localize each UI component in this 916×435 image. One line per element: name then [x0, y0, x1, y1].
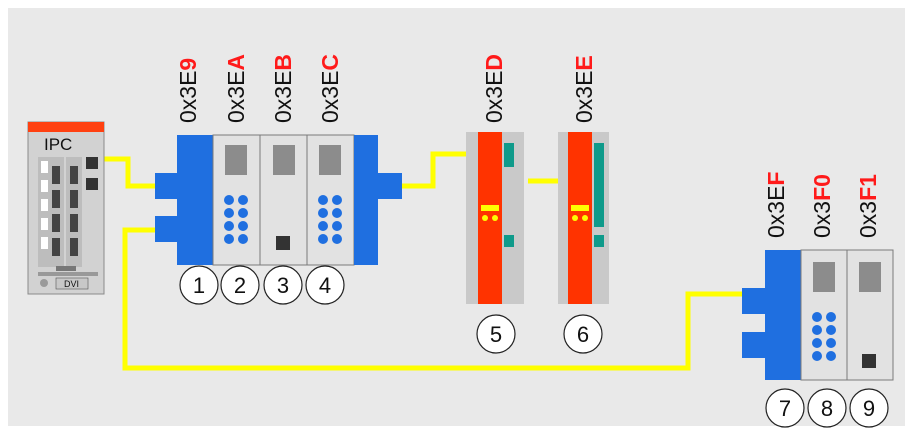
coupler-2-port-in-2: [742, 332, 767, 358]
junction-5-strip: [478, 132, 502, 304]
led-dot: [318, 221, 328, 231]
slot-circle-3: [263, 265, 303, 305]
ethernet-junction-5[interactable]: [466, 132, 524, 304]
led-dot: [238, 221, 248, 231]
ethercat-coupler-1[interactable]: [155, 134, 402, 266]
address-label: 0x3EE: [571, 55, 597, 123]
slot-circle-2: [220, 265, 260, 305]
ipc-top-strip: [28, 122, 104, 132]
module-3-port: [276, 236, 290, 250]
coupler-2-port-in: [742, 288, 767, 314]
address-label: 0x3F1: [855, 174, 881, 238]
led-dot: [332, 195, 342, 205]
led-dot: [812, 312, 822, 322]
slot-number: 7: [779, 396, 791, 421]
address-label: 0x3E9: [175, 58, 201, 123]
address-label: 0x3EF: [763, 172, 789, 239]
ethernet-junction-6[interactable]: [558, 132, 609, 304]
ipc-card-slot: [38, 157, 64, 267]
cables: [92, 151, 742, 371]
led-dot: [238, 234, 248, 244]
led-dot: [224, 221, 234, 231]
slot-number: 3: [277, 273, 289, 298]
led-dot: [318, 234, 328, 244]
address-label: 0x3F0: [809, 174, 835, 238]
coupler-1-port-in: [155, 173, 179, 199]
led-dot: [826, 312, 836, 322]
coupler-1-body: [177, 135, 213, 265]
address-labels: 0x3E9 0x3EA 0x3EB 0x3EC 0x3ED 0x3EE 0x3E…: [175, 54, 881, 238]
coupler-1-end-cap: [354, 135, 378, 265]
slot-number: 1: [193, 273, 205, 298]
ipc-ethernet-port-2: [86, 178, 98, 190]
led-dot: [826, 325, 836, 335]
address-label: 0x3EB: [270, 54, 296, 123]
slot-circle-9: [849, 388, 889, 428]
slot-circle-6: [563, 314, 603, 354]
ipc-device[interactable]: IPC DVI: [27, 121, 105, 295]
ethercat-coupler-2[interactable]: [742, 249, 894, 381]
led-dot: [224, 234, 234, 244]
led-dot: [826, 351, 836, 361]
led-dot: [812, 338, 822, 348]
slot-number: 8: [821, 396, 833, 421]
slot-numbers: [179, 265, 889, 428]
coupler-1-port-in-2: [155, 216, 179, 242]
address-label: 0x3EA: [223, 54, 249, 123]
led-dot: [238, 195, 248, 205]
address-label: 0x3EC: [317, 54, 343, 123]
led-dot: [224, 195, 234, 205]
slot-circle-8: [807, 388, 847, 428]
dvi-port: [55, 277, 89, 290]
cable-coupler1-in2-to-coupler2: [122, 227, 742, 371]
led-dot: [332, 208, 342, 218]
slot-circle-1: [179, 265, 219, 305]
slot-number: 5: [490, 322, 502, 347]
junction-6-strip: [568, 132, 592, 304]
led-dot: [318, 195, 328, 205]
coupler-2-body: [765, 250, 801, 380]
slot-circle-7: [765, 388, 805, 428]
led-dot: [318, 208, 328, 218]
slot-number: 6: [577, 322, 589, 347]
slot-circle-5: [476, 314, 516, 354]
led-dot: [224, 208, 234, 218]
coupler-1-port-out: [376, 173, 402, 199]
cable-coupler1-out-to-eth1: [402, 151, 466, 189]
slot-circle-4: [305, 265, 345, 305]
module-9-port: [862, 354, 876, 368]
led-dot: [826, 338, 836, 348]
dvi-port-label: DVI: [64, 279, 79, 289]
ipc-ethernet-port-1: [86, 157, 98, 169]
address-label: 0x3ED: [481, 54, 507, 123]
ipc-label: IPC: [44, 135, 72, 154]
led-dot: [332, 221, 342, 231]
led-dot: [812, 325, 822, 335]
led-dot: [812, 351, 822, 361]
slot-number-labels: 1 2 3 4 5 6 7 8 9: [193, 273, 875, 421]
slot-number: 9: [863, 396, 875, 421]
slot-number: 4: [319, 273, 331, 298]
led-dot: [238, 208, 248, 218]
cable-ipc-to-coupler1-top: [92, 156, 155, 189]
power-button-icon: [40, 279, 48, 287]
led-dot: [332, 234, 342, 244]
slot-number: 2: [234, 273, 246, 298]
